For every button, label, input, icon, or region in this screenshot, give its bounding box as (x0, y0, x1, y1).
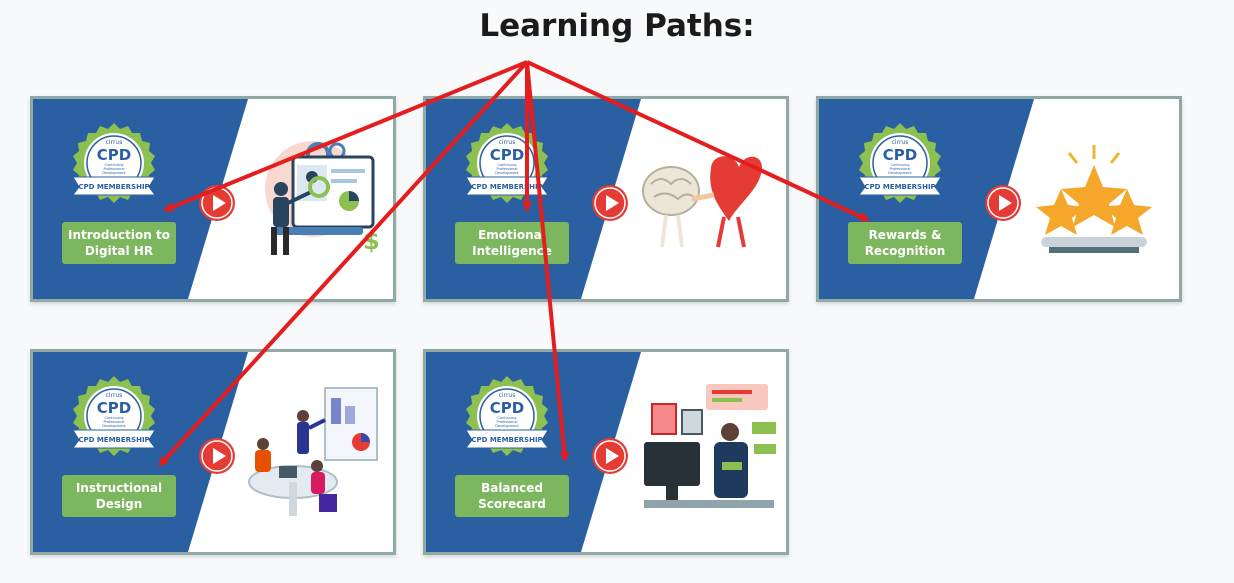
svg-text:CPD MEMBERSHIP: CPD MEMBERSHIP (471, 183, 542, 191)
svg-text:CPD MEMBERSHIP: CPD MEMBERSHIP (78, 436, 149, 444)
svg-text:CPD: CPD (490, 146, 524, 164)
cpd-badge-icon: cirrus CPD Continuing Professional Devel… (465, 375, 549, 456)
cpd-badge-icon: cirrus CPD Continuing Professional Devel… (72, 122, 156, 203)
svg-text:Development: Development (102, 171, 126, 175)
digital-hr-illustration: $ (265, 141, 380, 255)
course-card-instructional-design[interactable]: cirrus CPD Continuing Professional Devel… (30, 349, 396, 555)
cpd-badge-icon: cirrus CPD Continuing Professional Devel… (72, 375, 156, 456)
svg-text:CPD: CPD (97, 146, 131, 164)
svg-text:CPD MEMBERSHIP: CPD MEMBERSHIP (78, 183, 149, 191)
svg-text:Continuing: Continuing (105, 416, 124, 420)
svg-text:Professional: Professional (889, 167, 910, 171)
cpd-badge-icon: cirrus CPD Continuing Professional Devel… (465, 122, 549, 203)
svg-text:CPD MEMBERSHIP: CPD MEMBERSHIP (864, 183, 935, 191)
svg-text:CPD: CPD (883, 146, 917, 164)
svg-text:CPD MEMBERSHIP: CPD MEMBERSHIP (471, 436, 542, 444)
accountant-illustration (644, 384, 776, 508)
svg-text:Development: Development (102, 424, 126, 428)
svg-text:cirrus: cirrus (892, 139, 909, 146)
svg-text:cirrus: cirrus (106, 392, 123, 399)
cpd-badge-icon: cirrus CPD Continuing Professional Devel… (858, 122, 942, 203)
course-card-emotional-intelligence[interactable]: cirrus CPD Continuing Professional Devel… (423, 96, 789, 302)
play-icon[interactable] (592, 438, 628, 474)
play-icon[interactable] (199, 438, 235, 474)
brain-heart-illustration (642, 156, 763, 248)
svg-text:Continuing: Continuing (891, 163, 910, 167)
svg-text:cirrus: cirrus (499, 392, 516, 399)
course-card-balanced-scorecard[interactable]: cirrus CPD Continuing Professional Devel… (423, 349, 789, 555)
stars-illustration (1036, 145, 1152, 253)
page-title: Learning Paths: (479, 8, 755, 44)
svg-text:CPD: CPD (97, 399, 131, 417)
svg-text:Professional: Professional (103, 167, 124, 171)
course-card-rewards-recognition[interactable]: cirrus CPD Continuing Professional Devel… (816, 96, 1182, 302)
play-icon[interactable] (592, 185, 628, 221)
course-title-button[interactable]: Rewards &Recognition (848, 222, 962, 264)
svg-text:Development: Development (888, 171, 912, 175)
meeting-illustration (248, 387, 378, 516)
svg-text:Professional: Professional (103, 420, 124, 424)
svg-text:Development: Development (495, 424, 519, 428)
svg-text:$: $ (363, 227, 380, 255)
svg-text:Continuing: Continuing (105, 163, 124, 167)
svg-text:cirrus: cirrus (106, 139, 123, 146)
course-card-digital-hr[interactable]: cirrus CPD Continuing Professional Devel… (30, 96, 396, 302)
play-icon[interactable] (985, 185, 1021, 221)
play-icon[interactable] (199, 185, 235, 221)
svg-text:Development: Development (495, 171, 519, 175)
svg-text:cirrus: cirrus (499, 139, 516, 146)
svg-text:CPD: CPD (490, 399, 524, 417)
